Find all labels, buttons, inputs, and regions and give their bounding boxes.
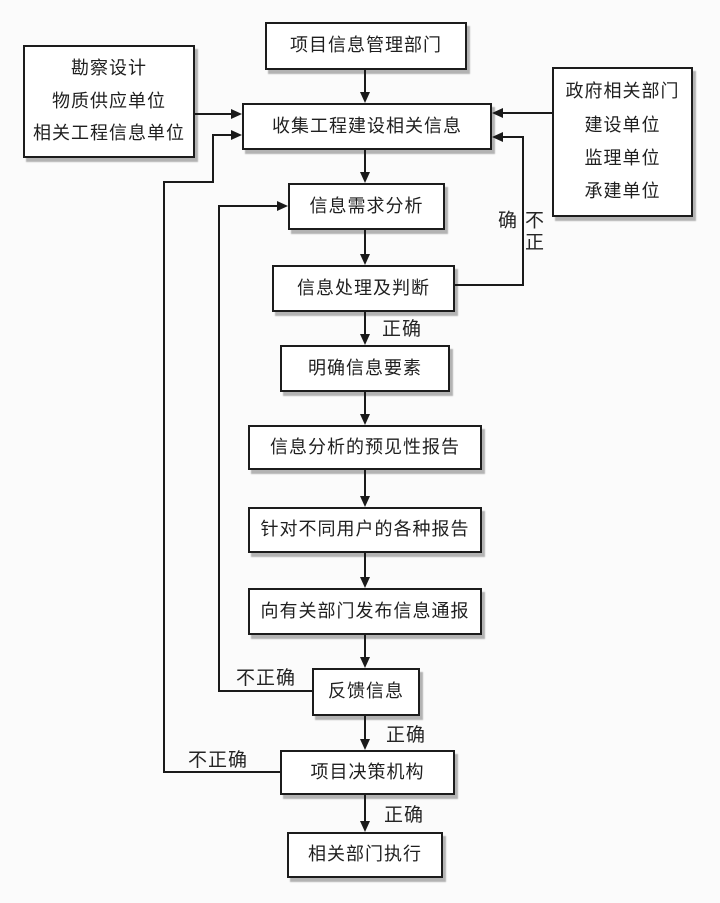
feedback-decision-vertical bbox=[163, 181, 165, 773]
feedback-decision-entry bbox=[212, 134, 231, 136]
node-label: 信息处理及判断 bbox=[297, 277, 430, 298]
arrowhead-right-icon bbox=[231, 130, 242, 140]
feedback-process-horizontal bbox=[455, 284, 524, 286]
feedback-info-entry bbox=[218, 205, 277, 207]
arrowhead-down-icon bbox=[360, 254, 370, 265]
arrowhead-down-icon bbox=[360, 577, 370, 588]
node-project-info-dept: 项目信息管理部门 bbox=[265, 22, 467, 70]
arrowhead-down-icon bbox=[360, 821, 370, 832]
feedback-info-vertical bbox=[218, 205, 220, 692]
node-label: 收集工程建设相关信息 bbox=[272, 115, 462, 136]
connector-feedback-to-decision bbox=[364, 716, 366, 740]
node-feedback: 反馈信息 bbox=[312, 668, 420, 716]
node-label: 监理单位 bbox=[584, 147, 661, 168]
node-process-judge: 信息处理及判断 bbox=[272, 265, 455, 312]
arrowhead-down-icon bbox=[360, 334, 370, 345]
feedback-decision-jog-h bbox=[163, 181, 214, 183]
node-left-sources: 勘察设计 物质供应单位 相关工程信息单位 bbox=[23, 45, 195, 158]
node-label: 反馈信息 bbox=[328, 681, 404, 702]
node-label: 明确信息要素 bbox=[308, 357, 422, 378]
node-user-reports: 针对不同用户的各种报告 bbox=[248, 507, 482, 553]
arrowhead-right-icon bbox=[231, 109, 242, 119]
feedback-decision-horizontal bbox=[163, 771, 280, 773]
connector-forecast-to-reports bbox=[364, 470, 366, 497]
node-label: 相关部门执行 bbox=[308, 844, 422, 865]
arrowhead-down-icon bbox=[360, 657, 370, 668]
connector-decision-to-execute bbox=[364, 795, 366, 822]
edge-label-incorrect-decision: 不正确 bbox=[188, 750, 249, 771]
arrowhead-down-icon bbox=[360, 414, 370, 425]
arrowhead-down-icon bbox=[360, 92, 370, 103]
arrowhead-down-icon bbox=[360, 739, 370, 750]
arrowhead-down-icon bbox=[360, 496, 370, 507]
node-label: 信息需求分析 bbox=[309, 195, 424, 216]
node-need-analysis: 信息需求分析 bbox=[288, 183, 445, 230]
node-right-sources: 政府相关部门 建设单位 监理单位 承建单位 bbox=[552, 67, 693, 217]
node-label: 物质供应单位 bbox=[52, 90, 166, 111]
node-clarify-elements: 明确信息要素 bbox=[280, 345, 450, 392]
node-label: 承建单位 bbox=[584, 180, 661, 201]
feedback-info-horizontal bbox=[218, 690, 312, 692]
arrowhead-left-icon bbox=[492, 132, 503, 142]
connector-clarify-to-forecast bbox=[364, 392, 366, 415]
node-label: 向有关部门发布信息通报 bbox=[260, 600, 470, 621]
edge-label-correct-decision: 正确 bbox=[384, 805, 425, 826]
connector-reports-to-publish bbox=[364, 553, 366, 578]
edge-label-correct-feedback: 正确 bbox=[386, 725, 427, 746]
node-label: 相关工程信息单位 bbox=[33, 122, 185, 143]
feedback-process-entry bbox=[503, 136, 524, 138]
connector-dept-to-collect bbox=[364, 70, 366, 93]
connector-collect-to-need bbox=[364, 150, 366, 173]
node-label: 针对不同用户的各种报告 bbox=[260, 519, 470, 540]
connector-leftsources-to-collect bbox=[195, 113, 231, 115]
edge-label-incorrect-process: 不正确 bbox=[495, 210, 543, 254]
node-label: 政府相关部门 bbox=[565, 81, 680, 102]
edge-label-correct-process: 正确 bbox=[382, 319, 423, 340]
arrowhead-left-icon bbox=[492, 108, 503, 118]
node-forecast-report: 信息分析的预见性报告 bbox=[248, 425, 482, 470]
node-collect-info: 收集工程建设相关信息 bbox=[242, 103, 492, 150]
arrowhead-right-icon bbox=[277, 201, 288, 211]
edge-label-incorrect-feedback: 不正确 bbox=[236, 668, 297, 689]
connector-rightsources-to-collect bbox=[503, 112, 552, 114]
node-label: 建设单位 bbox=[584, 114, 661, 135]
feedback-decision-jog-v bbox=[212, 134, 214, 183]
node-label: 信息分析的预见性报告 bbox=[270, 436, 460, 457]
node-execute: 相关部门执行 bbox=[287, 832, 443, 878]
node-label: 项目决策机构 bbox=[310, 761, 425, 782]
node-label: 勘察设计 bbox=[71, 58, 147, 79]
connector-need-to-process bbox=[364, 230, 366, 255]
feedback-process-vertical bbox=[522, 137, 524, 286]
connector-publish-to-feedback bbox=[364, 635, 366, 658]
arrowhead-down-icon bbox=[360, 172, 370, 183]
node-label: 项目信息管理部门 bbox=[290, 35, 442, 56]
connector-process-to-clarify bbox=[364, 312, 366, 335]
node-publish-notice: 向有关部门发布信息通报 bbox=[248, 588, 482, 635]
node-decision-org: 项目决策机构 bbox=[280, 750, 455, 795]
